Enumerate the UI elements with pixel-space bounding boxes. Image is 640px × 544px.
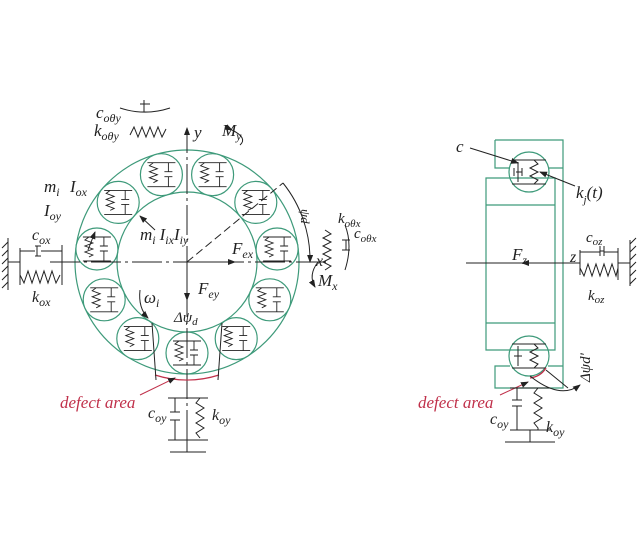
c-oz-label: coz bbox=[586, 230, 603, 248]
c-oy-label: coy bbox=[148, 405, 167, 425]
rolling-element bbox=[255, 227, 299, 271]
axial-view: c kj(t) Fz z coz koz Δψd' defect area co… bbox=[418, 137, 637, 443]
k-oy-label: koy bbox=[212, 407, 231, 427]
rolling-element bbox=[75, 227, 119, 271]
ball-spring-damper bbox=[263, 236, 292, 262]
defect-angle-line bbox=[186, 182, 284, 263]
c-otheta-y-damper bbox=[119, 100, 171, 113]
moment-x-label: Mx bbox=[317, 271, 338, 293]
kj-label: kj(t) bbox=[576, 183, 603, 206]
defect-area-right-label: defect area bbox=[418, 393, 493, 412]
ball-top bbox=[508, 151, 550, 193]
c-otheta-x-damper bbox=[342, 224, 350, 271]
rolling-element bbox=[248, 278, 292, 322]
ball bbox=[248, 278, 292, 322]
ball bbox=[82, 278, 126, 322]
ball-top-spring-damper bbox=[512, 159, 546, 185]
rolling-element bbox=[96, 180, 140, 224]
ball-bottom-spring-damper bbox=[512, 343, 546, 369]
omega-arrow bbox=[139, 289, 149, 319]
x-axis-label: x bbox=[315, 253, 323, 270]
k-oy-right-label: koy bbox=[546, 419, 565, 439]
z-axis-label: z bbox=[569, 249, 577, 266]
Fz-label: Fz bbox=[511, 245, 527, 267]
k-oz-label: koz bbox=[588, 288, 605, 306]
ball-spring-damper bbox=[198, 162, 227, 188]
F-ex-label: Fex bbox=[231, 239, 254, 261]
rolling-element bbox=[191, 153, 235, 197]
k-otheta-y-label: koθy bbox=[94, 121, 119, 143]
ball-spring-damper bbox=[90, 287, 119, 313]
rolling-element bbox=[139, 153, 183, 197]
delta-psi-right-label: Δψd' bbox=[578, 352, 594, 383]
ball bbox=[96, 180, 140, 224]
moment-y-label: My bbox=[221, 121, 242, 143]
coz-koz-spring-damper bbox=[579, 240, 631, 286]
ball bbox=[75, 227, 119, 271]
ground-right bbox=[629, 237, 637, 285]
coy-koy-right bbox=[505, 387, 555, 443]
c-pointer bbox=[469, 147, 519, 164]
inner-ring-pointer bbox=[139, 215, 156, 231]
defect-area-label: defect area bbox=[60, 393, 135, 412]
ball bbox=[234, 180, 278, 224]
c-label: c bbox=[456, 137, 464, 156]
moment-x-arrow bbox=[308, 261, 319, 288]
ball bbox=[139, 153, 183, 197]
outer-ring-pointer bbox=[87, 231, 96, 251]
k-otheta-y-spring bbox=[129, 125, 167, 139]
ball-spring-damper bbox=[123, 326, 152, 352]
defect-arc-right bbox=[529, 367, 547, 379]
ball-bottom bbox=[508, 335, 550, 377]
ball bbox=[191, 153, 235, 197]
defect-sector-left bbox=[151, 322, 157, 381]
psi-d-label: ψd bbox=[298, 209, 313, 224]
ball-spring-damper bbox=[222, 326, 251, 352]
omega-label: ωi bbox=[144, 288, 159, 310]
ball-spring-damper bbox=[255, 287, 284, 313]
ball bbox=[255, 227, 299, 271]
delta-psi-arc-right bbox=[529, 369, 580, 391]
ball-spring-damper bbox=[147, 162, 176, 188]
y-axis-label: y bbox=[192, 123, 202, 142]
outer-mass-label: mi bbox=[44, 177, 60, 199]
ball-spring-damper bbox=[104, 189, 133, 215]
cox-kox-spring-damper bbox=[8, 245, 75, 285]
rolling-elements bbox=[75, 153, 299, 375]
F-ey-label: Fey bbox=[197, 279, 220, 301]
inner-ring-section bbox=[485, 177, 556, 351]
moment-y-arrow bbox=[224, 124, 244, 146]
coy-koy-spring-damper bbox=[168, 385, 208, 453]
I-oy-label: Ioy bbox=[43, 201, 62, 223]
c-ox-label: cox bbox=[32, 227, 51, 247]
kj-pointer bbox=[539, 171, 576, 187]
psi-d-arc bbox=[282, 182, 314, 263]
I-ox-label: Iox bbox=[69, 177, 88, 199]
rolling-element bbox=[214, 317, 258, 361]
k-otheta-x-spring bbox=[321, 229, 333, 271]
c-otheta-y-label: coθy bbox=[96, 103, 121, 125]
defect-sector-right bbox=[217, 322, 223, 381]
c-oy-right-label: coy bbox=[490, 411, 509, 431]
rolling-element bbox=[116, 317, 160, 361]
delta-psi-label: Δψd bbox=[173, 310, 198, 328]
ground-hatch bbox=[1, 241, 9, 289]
rolling-element bbox=[234, 180, 278, 224]
defect-arc bbox=[154, 374, 220, 381]
defect-pointer bbox=[139, 377, 176, 396]
rolling-element bbox=[82, 278, 126, 322]
k-ox-label: kox bbox=[32, 289, 51, 309]
k-otheta-x-label: koθx bbox=[338, 211, 361, 230]
c-otheta-x-label: coθx bbox=[354, 226, 377, 245]
